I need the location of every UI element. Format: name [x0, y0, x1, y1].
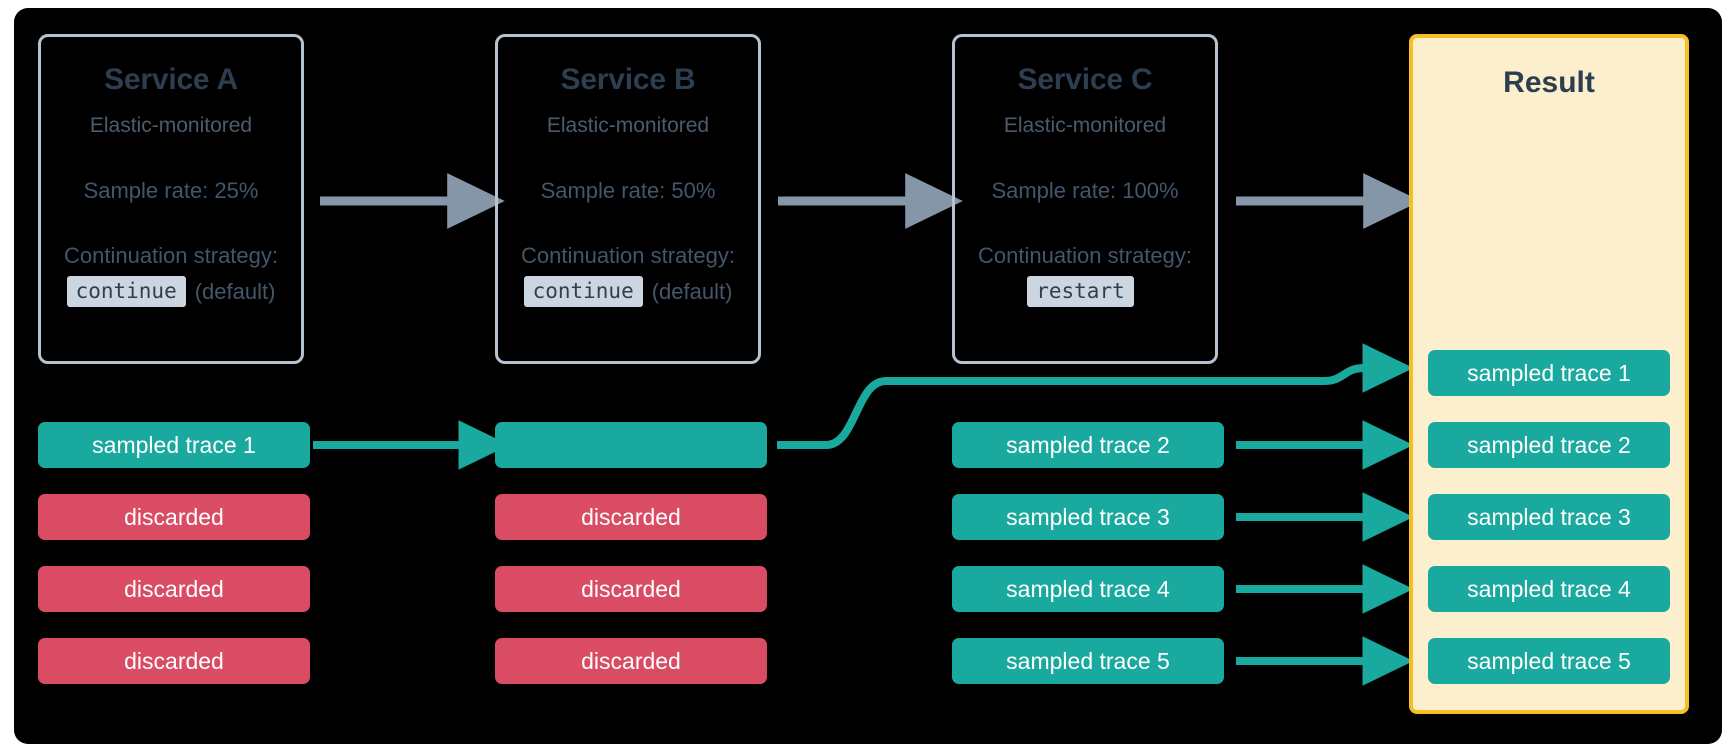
- trace-pill-b-2[interactable]: discarded: [495, 494, 767, 540]
- trace-pill-b-4[interactable]: discarded: [495, 638, 767, 684]
- trace-pill-label: discarded: [581, 647, 681, 674]
- strategy-code-chip: restart: [1027, 276, 1134, 308]
- trace-pill-label: sampled trace 2: [1467, 431, 1631, 458]
- strategy-default-note: (default): [194, 278, 276, 304]
- strategy-default-note: (default): [651, 278, 733, 304]
- trace-pill-c-5[interactable]: sampled trace 5: [952, 638, 1224, 684]
- service-strategy-label: Continuation strategy:: [977, 243, 1193, 269]
- trace-pill-label: sampled trace 3: [1467, 503, 1631, 530]
- trace-pill-label: discarded: [581, 503, 681, 530]
- service-sample-rate: Sample rate: 100%: [991, 178, 1179, 204]
- result-title: Result: [1503, 66, 1595, 99]
- strategy-code-chip: continue: [66, 276, 186, 308]
- trace-pill-a-4[interactable]: discarded: [38, 638, 310, 684]
- trace-pill-label: discarded: [581, 575, 681, 602]
- trace-pill-label: sampled trace 5: [1467, 647, 1631, 674]
- trace-pill-label: sampled trace 3: [1006, 503, 1170, 530]
- service-title: Service A: [104, 63, 238, 96]
- trace-pill-c-2[interactable]: sampled trace 2: [952, 422, 1224, 468]
- strategy-code-chip: continue: [523, 276, 643, 308]
- service-sample-rate: Sample rate: 50%: [540, 178, 716, 204]
- trace-pill-result-3[interactable]: sampled trace 3: [1428, 494, 1670, 540]
- service-card-a[interactable]: Service A Elastic-monitored Sample rate:…: [38, 34, 304, 364]
- trace-pill-label: discarded: [124, 503, 224, 530]
- service-card-c[interactable]: Service C Elastic-monitored Sample rate:…: [952, 34, 1218, 364]
- service-title: Service C: [1017, 63, 1153, 96]
- service-subtitle: Elastic-monitored: [1003, 114, 1167, 137]
- trace-pill-result-5[interactable]: sampled trace 5: [1428, 638, 1670, 684]
- service-strategy-label: Continuation strategy:: [63, 243, 279, 269]
- trace-pill-result-4[interactable]: sampled trace 4: [1428, 566, 1670, 612]
- service-strategy-row: continue (default): [41, 276, 301, 308]
- trace-pill-label: sampled trace 4: [1006, 575, 1170, 602]
- trace-pill-label: sampled trace 4: [1467, 575, 1631, 602]
- trace-pill-a-2[interactable]: discarded: [38, 494, 310, 540]
- service-card-b[interactable]: Service B Elastic-monitored Sample rate:…: [495, 34, 761, 364]
- trace-pill-label: discarded: [124, 575, 224, 602]
- trace-pill-a-3[interactable]: discarded: [38, 566, 310, 612]
- trace-pill-c-4[interactable]: sampled trace 4: [952, 566, 1224, 612]
- trace-pill-label: sampled trace 1: [1467, 359, 1631, 386]
- service-subtitle: Elastic-monitored: [546, 114, 710, 137]
- trace-pill-label: sampled trace 2: [1006, 431, 1170, 458]
- service-strategy-row: restart: [955, 276, 1215, 308]
- trace-pill-b-3[interactable]: discarded: [495, 566, 767, 612]
- diagram-stage: Service A Elastic-monitored Sample rate:…: [14, 8, 1722, 744]
- trace-pill-b-1[interactable]: [495, 422, 767, 468]
- service-strategy-label: Continuation strategy:: [520, 243, 736, 269]
- service-sample-rate: Sample rate: 25%: [83, 178, 259, 204]
- trace-pill-label: sampled trace 5: [1006, 647, 1170, 674]
- trace-pill-c-3[interactable]: sampled trace 3: [952, 494, 1224, 540]
- trace-pill-result-1[interactable]: sampled trace 1: [1428, 350, 1670, 396]
- trace-pill-label: discarded: [124, 647, 224, 674]
- trace-pill-label: sampled trace 1: [92, 431, 256, 458]
- service-strategy-row: continue (default): [498, 276, 758, 308]
- trace-pill-result-2[interactable]: sampled trace 2: [1428, 422, 1670, 468]
- service-subtitle: Elastic-monitored: [89, 114, 253, 137]
- trace-pill-a-1[interactable]: sampled trace 1: [38, 422, 310, 468]
- service-title: Service B: [560, 63, 696, 96]
